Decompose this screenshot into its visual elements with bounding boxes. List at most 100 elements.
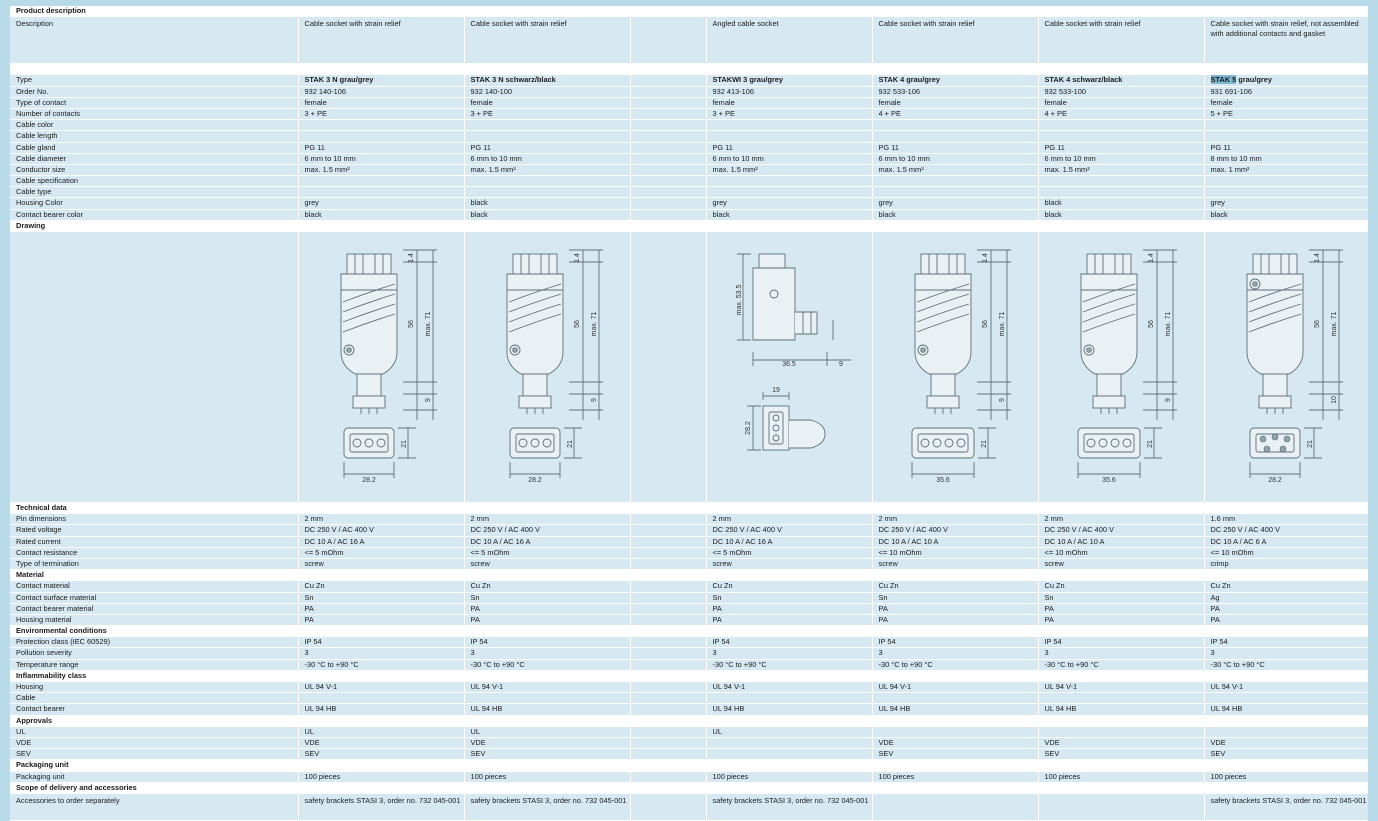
cell-c1-gland: PG 11 xyxy=(297,142,464,154)
cell-c1-vde: VDE xyxy=(297,737,464,750)
cell-c1 xyxy=(297,502,464,515)
cell-c4 xyxy=(705,6,872,18)
cell-c1-order: 932 140-106 xyxy=(297,86,464,98)
cell-c2-pin: 2 mm xyxy=(463,513,630,526)
row-label: Packaging unit xyxy=(10,771,298,783)
dimension-label: 28.2 xyxy=(1268,477,1282,484)
cell-c3-sev xyxy=(629,748,706,761)
dimension-label: 56 xyxy=(408,320,415,328)
cell-c5 xyxy=(871,186,1038,199)
cell-c7 xyxy=(1203,625,1368,638)
cell-c3-current xyxy=(629,536,706,548)
cell-c1-bearer-material: PA xyxy=(297,603,464,615)
cell-c1-pollution: 3 xyxy=(297,647,464,660)
row-label: UL xyxy=(10,726,298,738)
cell-c7-diameter: 8 mm to 10 mm xyxy=(1203,153,1368,165)
cell-c2-contact-type: female xyxy=(463,97,630,109)
dimension-label: 28.2 xyxy=(745,421,752,435)
cell-c7-vde: VDE xyxy=(1203,737,1368,750)
cell-c3-termination xyxy=(629,558,706,571)
spec-row: Cable length xyxy=(10,130,1368,143)
cell-c6-current: DC 10 A / AC 10 A xyxy=(1037,536,1204,548)
cell-c2-contacts: 3 + PE xyxy=(463,108,630,121)
cell-c6-housing-color: black xyxy=(1037,197,1204,210)
cell-c4-desc: Angled cable socket xyxy=(705,16,872,65)
cell-c4-vde xyxy=(705,737,872,750)
cell-c5-packaging: 100 pieces xyxy=(871,771,1038,783)
dimension-label: 1.4 xyxy=(982,253,989,263)
cell-c4-gland: PG 11 xyxy=(705,142,872,154)
cell-c5-vde: VDE xyxy=(871,737,1038,750)
cell-c2-contact-material: Cu Zn xyxy=(463,580,630,593)
row-label: Contact bearer xyxy=(10,703,298,716)
cell-c7-voltage: DC 250 V / AC 400 V xyxy=(1203,524,1368,537)
cell-c3 xyxy=(629,715,706,727)
cell-c4-packaging: 100 pieces xyxy=(705,771,872,783)
cell-c6-fl-bearer: UL 94 HB xyxy=(1037,703,1204,716)
cell-c6 xyxy=(1037,6,1204,18)
cell-c3-desc xyxy=(629,16,706,65)
section-header-row: Product description xyxy=(10,6,1368,18)
cell-c3-contact-type xyxy=(629,97,706,109)
cell-c1 xyxy=(297,692,464,705)
cell-c1-contact-material: Cu Zn xyxy=(297,580,464,593)
row-label: Description xyxy=(10,16,298,65)
cell-c1-sev: SEV xyxy=(297,748,464,761)
dimension-label: 56 xyxy=(574,320,581,328)
cell-c6 xyxy=(1037,782,1204,794)
cell-c3-order xyxy=(629,86,706,98)
dimension-label: max. 71 xyxy=(425,311,432,336)
section-header-row: Drawing xyxy=(10,220,1368,233)
row-label: Housing xyxy=(10,681,298,694)
cell-c2-sev: SEV xyxy=(463,748,630,761)
cell-c6 xyxy=(1037,175,1204,188)
row-label: Number of contacts xyxy=(10,108,298,121)
cell-c7 xyxy=(1203,220,1368,233)
row-label: Type of contact xyxy=(10,97,298,109)
cell-c6 xyxy=(1037,502,1204,515)
cell-c6-gland: PG 11 xyxy=(1037,142,1204,154)
cell-c7 xyxy=(1203,119,1368,132)
cell-c5-acc xyxy=(871,793,1038,821)
cell-c1-resistance: <= 5 mOhm xyxy=(297,547,464,559)
cell-c4-resistance: <= 5 mOhm xyxy=(705,547,872,559)
dimension-label: max. 71 xyxy=(591,311,598,336)
section-title: Material xyxy=(10,569,298,582)
cell-c1 xyxy=(297,186,464,199)
cell-c6-pin: 2 mm xyxy=(1037,513,1204,526)
dimension-label: max. 71 xyxy=(1331,311,1338,336)
cell-c6-bearer-material: PA xyxy=(1037,603,1204,615)
cell-c6-contact-type: female xyxy=(1037,97,1204,109)
cell-c3 xyxy=(629,63,706,76)
cell-c5 xyxy=(871,175,1038,188)
cell-c7-type: STAK 5 grau/grey xyxy=(1203,74,1368,87)
cell-c3-bearer-color xyxy=(629,209,706,221)
cell-c5-diameter: 6 mm to 10 mm xyxy=(871,153,1038,165)
cell-c1-temp: -30 °C to +90 °C xyxy=(297,659,464,671)
dimension-label: 21 xyxy=(567,440,574,448)
cell-c4-fl-bearer: UL 94 HB xyxy=(705,703,872,716)
cell-c5 xyxy=(871,670,1038,683)
row-label: Cable gland xyxy=(10,142,298,154)
dimension-label: 28.2 xyxy=(528,477,542,484)
cell-c2 xyxy=(463,186,630,199)
section-header-row: Scope of delivery and accessories xyxy=(10,782,1368,794)
spec-row: Cable specification xyxy=(10,175,1368,188)
cell-c3 xyxy=(629,119,706,132)
cell-c3 xyxy=(629,625,706,638)
cell-c7 xyxy=(1203,715,1368,727)
dimension-label: 1.4 xyxy=(1314,253,1321,263)
